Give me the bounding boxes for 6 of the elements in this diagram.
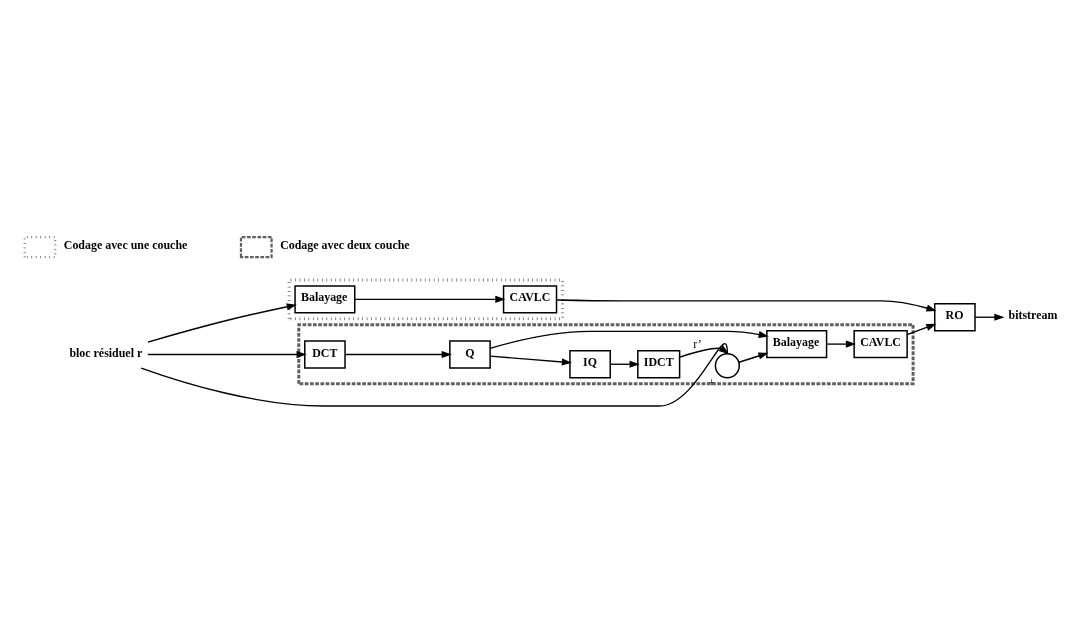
legend-label: Codage avec une couche (63, 238, 188, 253)
legend-label: Codage avec deux couche (280, 238, 410, 253)
node-text: bitstream (1008, 308, 1058, 323)
node-label: + (708, 376, 716, 391)
node-text: bloc résiduel r (69, 345, 143, 360)
edge-label: r’ (693, 336, 702, 351)
